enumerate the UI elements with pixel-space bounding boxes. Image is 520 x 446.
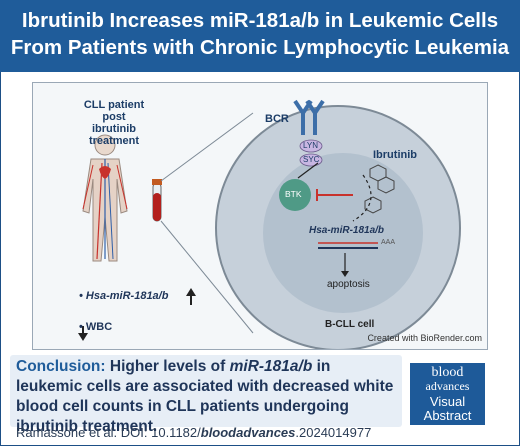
journal-logo: blood advances Visual Abstract — [410, 363, 485, 425]
mirna-label: Hsa-miR-181a/b — [309, 225, 385, 236]
marker-mirna: • Hsa-miR-181a/b — [79, 290, 169, 302]
ibrutinib-molecule-icon — [364, 164, 395, 214]
mrna-strand-icon — [318, 242, 378, 249]
title-line-1: Ibrutinib Increases miR-181a/b in Leukem… — [21, 9, 499, 32]
diagram-svg — [78, 99, 461, 351]
diagram-panel: CLL patient post ibrutinib treatment BCR… — [32, 82, 488, 351]
ibrutinib-label: Ibrutinib — [373, 149, 417, 161]
conclusion-text: Conclusion: Higher levels of miR-181a/b … — [16, 358, 394, 435]
credit-label: Created with BioRender.com — [367, 333, 482, 343]
citation[interactable]: Ramassone et al. DOI: 10.1182/bloodadvan… — [16, 425, 372, 440]
title: Ibrutinib Increases miR-181a/b in Leukem… — [10, 7, 510, 61]
conclusion-box: Conclusion: Higher levels of miR-181a/b … — [10, 355, 402, 435]
bcr-receptor-icon — [293, 99, 325, 135]
lyn-label: LYN — [303, 141, 318, 150]
polya-label: AAA — [381, 239, 396, 246]
syc-node — [299, 153, 323, 167]
btk-node — [279, 179, 311, 211]
btk-label: BTK — [285, 189, 302, 199]
cell-label: B-CLL cell — [325, 319, 375, 330]
title-line-2: From Patients with Chronic Lymphocytic L… — [10, 36, 510, 59]
bcr-label: BCR — [265, 113, 289, 125]
apoptosis-label: apoptosis — [327, 279, 370, 290]
syc-label: SYC — [303, 155, 320, 164]
marker-wbc: • WBC — [79, 321, 113, 333]
human-body-icon — [82, 134, 128, 262]
blood-tube-icon — [152, 179, 162, 222]
patient-label: CLL patient post ibrutinib treatment — [83, 99, 145, 147]
lyn-node — [299, 139, 323, 153]
title-bar: Ibrutinib Increases miR-181a/b in Leukem… — [0, 0, 520, 72]
